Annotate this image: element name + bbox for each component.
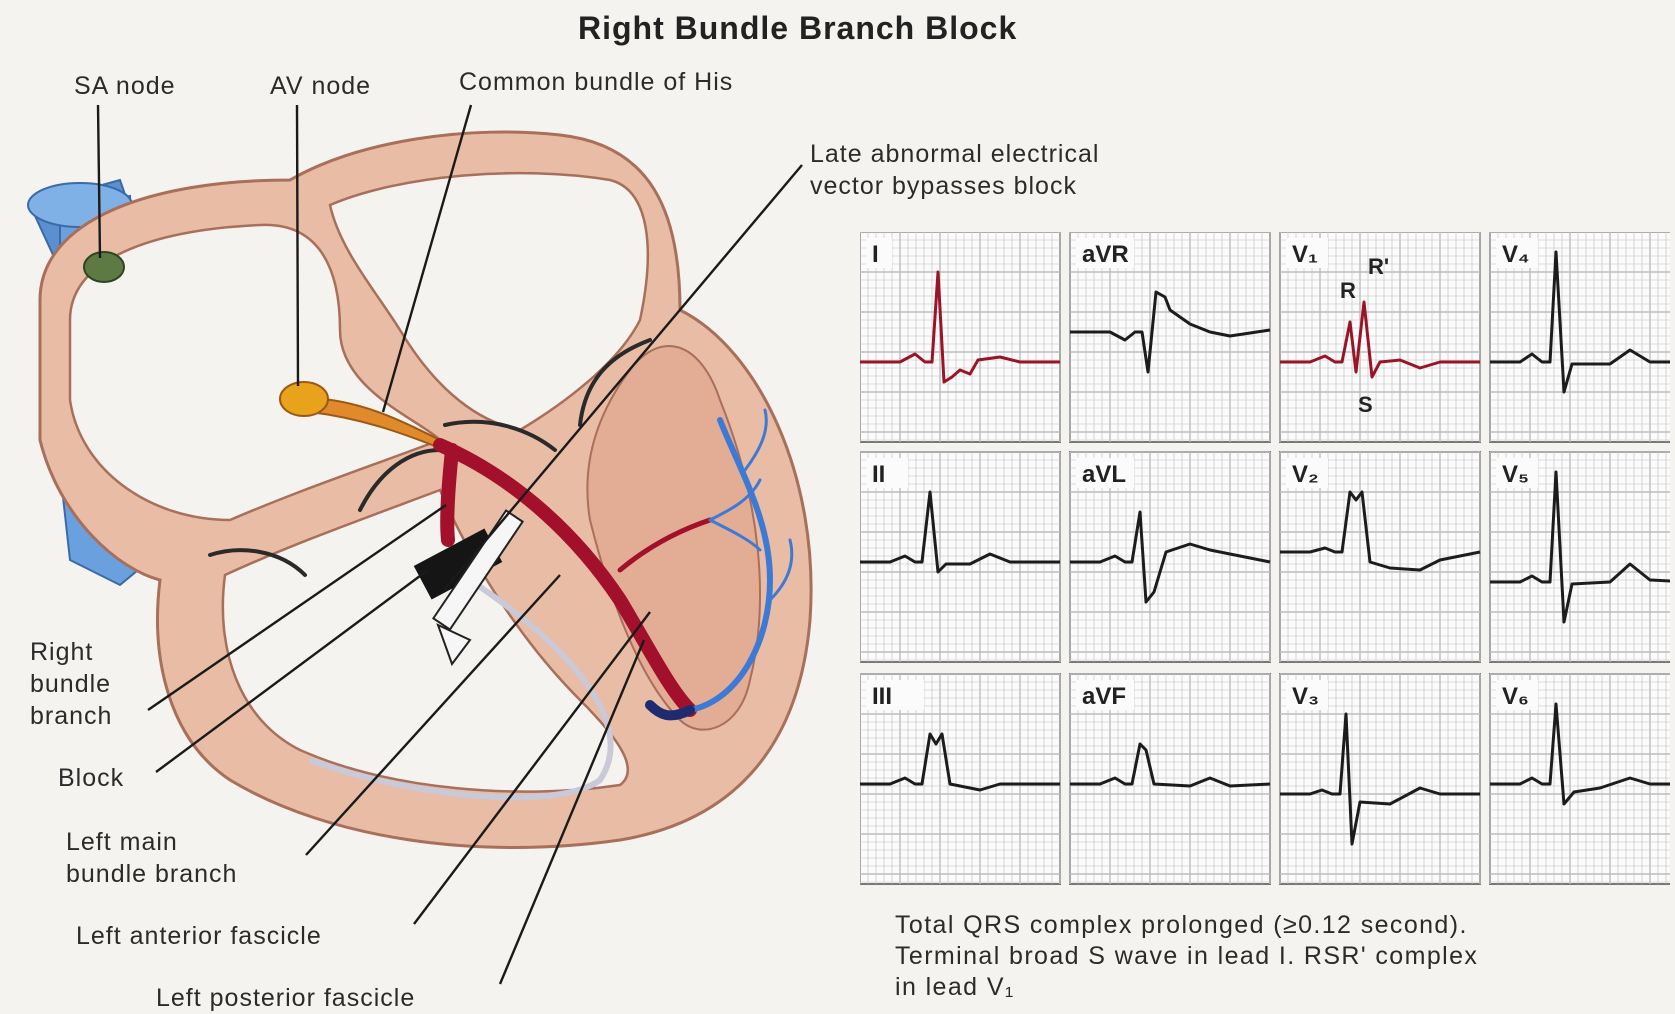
ecg-lead-label: V₆: [1502, 683, 1529, 710]
sa-node: [84, 252, 124, 282]
ecg-lead-V₃: V₃: [1280, 674, 1480, 884]
v1-wave-label: S: [1358, 392, 1373, 417]
v1-wave-label: R': [1368, 254, 1389, 279]
ecg-lead-label: V₁: [1292, 241, 1318, 268]
figure-caption: Total QRS complex prolonged (≥0.12 secon…: [895, 910, 1675, 1003]
ecg-lead-I: I: [860, 232, 1060, 442]
ecg-lead-label: aVF: [1082, 683, 1126, 710]
ecg-lead-label: V₄: [1502, 241, 1529, 268]
ecg-lead-V₄: V₄: [1490, 232, 1670, 442]
ecg-lead-aVF: aVF: [1070, 674, 1270, 884]
label-block: Block: [58, 762, 124, 794]
label-left-main-bundle: Left main bundle branch: [66, 826, 237, 890]
ecg-lead-label: aVL: [1082, 461, 1126, 488]
label-left-posterior-fascicle: Left posterior fascicle: [156, 982, 415, 1014]
label-common-bundle: Common bundle of His: [459, 66, 733, 98]
ecg-lead-label: I: [872, 241, 879, 268]
ecg-lead-label: V₅: [1502, 461, 1529, 488]
ecg-lead-II: II: [860, 452, 1060, 662]
ecg-lead-label: aVR: [1082, 241, 1129, 268]
ecg-lead-label: V₂: [1292, 461, 1319, 488]
v1-wave-label: R: [1340, 278, 1356, 303]
ecg-lead-label: III: [872, 683, 892, 710]
ecg-lead-III: III: [860, 674, 1060, 884]
ecg-lead-label: II: [872, 461, 885, 488]
ecg-lead-aVR: aVR: [1070, 232, 1270, 442]
ecg-lead-V₅: V₅: [1490, 452, 1670, 662]
label-right-bundle-branch: Right bundle branch: [30, 636, 112, 732]
ecg-lead-V₁: V₁ R R' S: [1280, 232, 1480, 442]
ecg-lead-V₆: V₆: [1490, 674, 1670, 884]
ecg-lead-aVL: aVL: [1070, 452, 1270, 662]
ecg-lead-V₂: V₂: [1280, 452, 1480, 662]
ecg-lead-label: V₃: [1292, 683, 1319, 710]
label-sa-node: SA node: [74, 70, 176, 102]
label-left-anterior-fascicle: Left anterior fascicle: [76, 920, 322, 952]
label-av-node: AV node: [270, 70, 371, 102]
label-late-vector: Late abnormal electrical vector bypasses…: [810, 138, 1099, 202]
